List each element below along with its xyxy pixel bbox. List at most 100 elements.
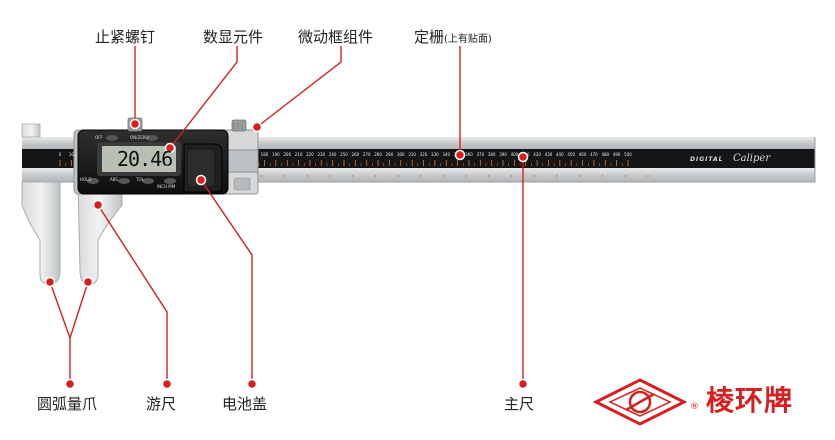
button-tol[interactable]	[142, 178, 154, 184]
callout-fine-adjust	[256, 46, 342, 128]
scale-marker	[601, 175, 604, 177]
scale-marker	[306, 175, 309, 177]
scale-tick-label: 470	[590, 152, 598, 157]
scale-tick-label: 190	[272, 152, 280, 157]
callout-dots	[44, 118, 529, 390]
dot-main-scale-end	[517, 378, 529, 390]
label-main-scale: 主尺	[504, 395, 535, 413]
scale-tick-label: 380	[488, 152, 496, 157]
button-label-hold: HOLD	[80, 177, 92, 182]
scale-marker	[647, 175, 649, 177]
scale-tick-label: 340	[442, 152, 450, 157]
button-label-abs: ABS	[110, 177, 118, 182]
scale-marker	[283, 175, 286, 177]
scale-marker	[578, 175, 581, 177]
label-fixed-grid: 定栅(上有贴面)	[414, 28, 492, 46]
scale-tick-label: 290	[386, 152, 394, 157]
button-label-off: OFF	[95, 135, 103, 140]
button-inch-mm[interactable]	[164, 178, 176, 184]
dot-fine-adjust	[251, 121, 263, 133]
scale-tick-label: 420	[533, 152, 541, 157]
scale-marker	[556, 175, 559, 177]
dot-fixed-grid	[454, 149, 466, 161]
sliding-jaw	[77, 181, 123, 285]
dot-battery	[195, 174, 207, 186]
callout-lines	[49, 46, 524, 384]
scale-tick-label: 390	[499, 152, 507, 157]
scale-tick-label: 430	[545, 152, 553, 157]
scale-tick-label: 250	[340, 152, 348, 157]
lcd-unit: mm	[165, 164, 173, 169]
button-label-tol: TOL	[136, 177, 144, 182]
callout-digital-unit	[169, 46, 238, 149]
scale-tick-label: 220	[306, 152, 314, 157]
scale-marker	[419, 175, 422, 177]
scale-marker	[351, 175, 354, 177]
dot-digital-unit	[164, 142, 176, 154]
scale-marker	[624, 175, 627, 177]
scale-tick-label: 240	[329, 152, 337, 157]
scale-tick-label: 500	[624, 152, 632, 157]
button-label-on-zero: ON/ZERO	[130, 135, 149, 140]
scale-tick-label: 260	[352, 152, 360, 157]
dot-arc-jaw-end	[64, 378, 76, 390]
scale-tick-label: 360	[465, 152, 473, 157]
fine-adjust-block	[225, 129, 259, 151]
scale-tick-label: 210	[295, 152, 303, 157]
beam-text-digital: DIGITAL	[690, 156, 724, 163]
callout-vernier	[97, 204, 168, 384]
scale-tick-label: 450	[567, 152, 575, 157]
fine-adjust-knob	[231, 119, 247, 132]
scale-tick-label: 490	[613, 152, 621, 157]
scale-tick-label: 270	[363, 152, 371, 157]
lcd-screen	[102, 146, 176, 172]
label-battery-cover: 电池盖	[222, 395, 268, 413]
brand-logo-icon	[592, 378, 688, 426]
dot-main-scale	[517, 151, 529, 163]
callout-battery	[200, 179, 253, 384]
scale-tick-label: 230	[317, 152, 325, 157]
scale-marker	[260, 175, 263, 177]
scale-tick-label: 310	[408, 152, 416, 157]
fixed-jaw	[21, 181, 61, 285]
scale-tick-label: 370	[476, 152, 484, 157]
brand-registered: ®	[690, 402, 699, 412]
label-lock-screw: 止紧螺钉	[95, 28, 156, 46]
button-abs[interactable]	[118, 178, 130, 184]
fixed-jaw-upper	[21, 123, 41, 138]
dot-arc-jaw-left	[44, 276, 56, 288]
dot-vernier	[92, 199, 104, 211]
scale-marker	[510, 175, 513, 177]
scale-marker	[442, 175, 445, 177]
scale-tick-label: 280	[374, 152, 382, 157]
button-label-inch-mm: INCH MM	[157, 184, 176, 189]
scale-tick-label: 440	[556, 152, 564, 157]
scale-tick-label: 400	[511, 152, 519, 157]
scale-tick-label: 300	[397, 152, 405, 157]
button-off[interactable]	[106, 135, 118, 141]
label-digital-unit: 数显元件	[203, 28, 264, 46]
lcd-reading: 20.46	[117, 147, 173, 171]
dot-arc-jaw-right	[82, 276, 94, 288]
scale-tick-label: 200	[283, 152, 291, 157]
scale-tick-label: 320	[420, 152, 428, 157]
dot-battery-end	[246, 378, 258, 390]
button-on-zero[interactable]	[146, 135, 158, 141]
beam-text-caliper: Caliper	[733, 153, 771, 164]
label-arc-jaw: 圆弧量爪	[37, 395, 98, 413]
scale-marker	[465, 175, 468, 177]
scale-tick-label: 460	[579, 152, 587, 157]
scale-tick-label: 10	[69, 152, 75, 157]
dot-vernier-end	[161, 378, 173, 390]
scale-marker	[329, 175, 331, 177]
scale-tick-label: 0	[59, 152, 62, 157]
scale-marker	[374, 175, 377, 177]
scale-marker	[533, 175, 536, 177]
scale-tick-label: 180	[261, 152, 269, 157]
dot-lock-screw	[129, 118, 141, 130]
label-fine-adjust: 微动框组件	[298, 28, 374, 46]
button-hold[interactable]	[87, 178, 99, 184]
label-fixed-grid-note: (上有贴面)	[444, 34, 492, 45]
scale-marker	[397, 175, 399, 177]
